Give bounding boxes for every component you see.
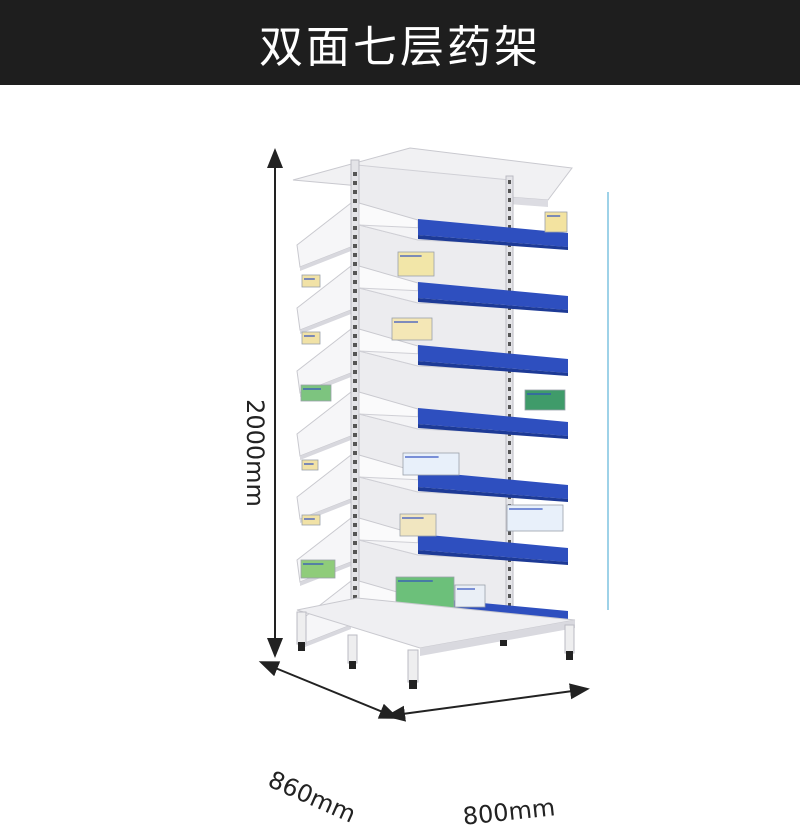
foot-back-right [500, 640, 507, 646]
medicine-box [391, 317, 433, 341]
left-shelves [296, 201, 352, 649]
foot-back-left [298, 642, 305, 651]
blue-shelf-edge [418, 282, 568, 310]
right-shelf-level [358, 454, 569, 502]
left-shelf-level [296, 201, 352, 271]
depth-dimension-line [258, 661, 400, 719]
blue-shelf-edge [418, 471, 568, 499]
leg-front-right [564, 624, 575, 654]
blue-shelf-edge [418, 408, 568, 436]
medicine-box [301, 274, 321, 288]
blue-shelf-edge [418, 534, 568, 562]
leg-front-left [407, 649, 419, 683]
right-shelf-level [358, 202, 569, 250]
blue-shelf-edge [418, 219, 568, 247]
right-shelf-level [358, 265, 569, 313]
width-dimension-line [385, 683, 590, 722]
medicine-box [402, 452, 460, 476]
product-stage: 2000mm 860mm 800mm [0, 85, 800, 831]
right-shelf-level [358, 517, 569, 565]
title-banner: 双面七层药架 [0, 0, 800, 85]
base-shelf [296, 597, 576, 649]
left-shelf-level [296, 264, 352, 334]
medicine-box [300, 384, 332, 402]
height-dimension-label: 2000mm [241, 399, 269, 507]
foot-front-left [409, 680, 417, 689]
leg-middle [347, 634, 358, 664]
right-shelf-level [358, 391, 569, 439]
blue-shelf-edge [418, 345, 568, 373]
leg-back-left [296, 611, 307, 645]
right-shelf-level [358, 328, 569, 376]
foot-middle [349, 661, 356, 669]
foot-front-right [566, 651, 573, 660]
medicine-boxes [300, 211, 568, 610]
left-shelf-level [296, 390, 352, 460]
medicine-box [399, 513, 437, 537]
base-front [420, 620, 575, 656]
medicine-box [454, 584, 486, 608]
medicine-box [301, 331, 321, 345]
page-title: 双面七层药架 [259, 21, 541, 73]
shelf-illustration [258, 147, 609, 722]
medicine-box [300, 559, 336, 579]
